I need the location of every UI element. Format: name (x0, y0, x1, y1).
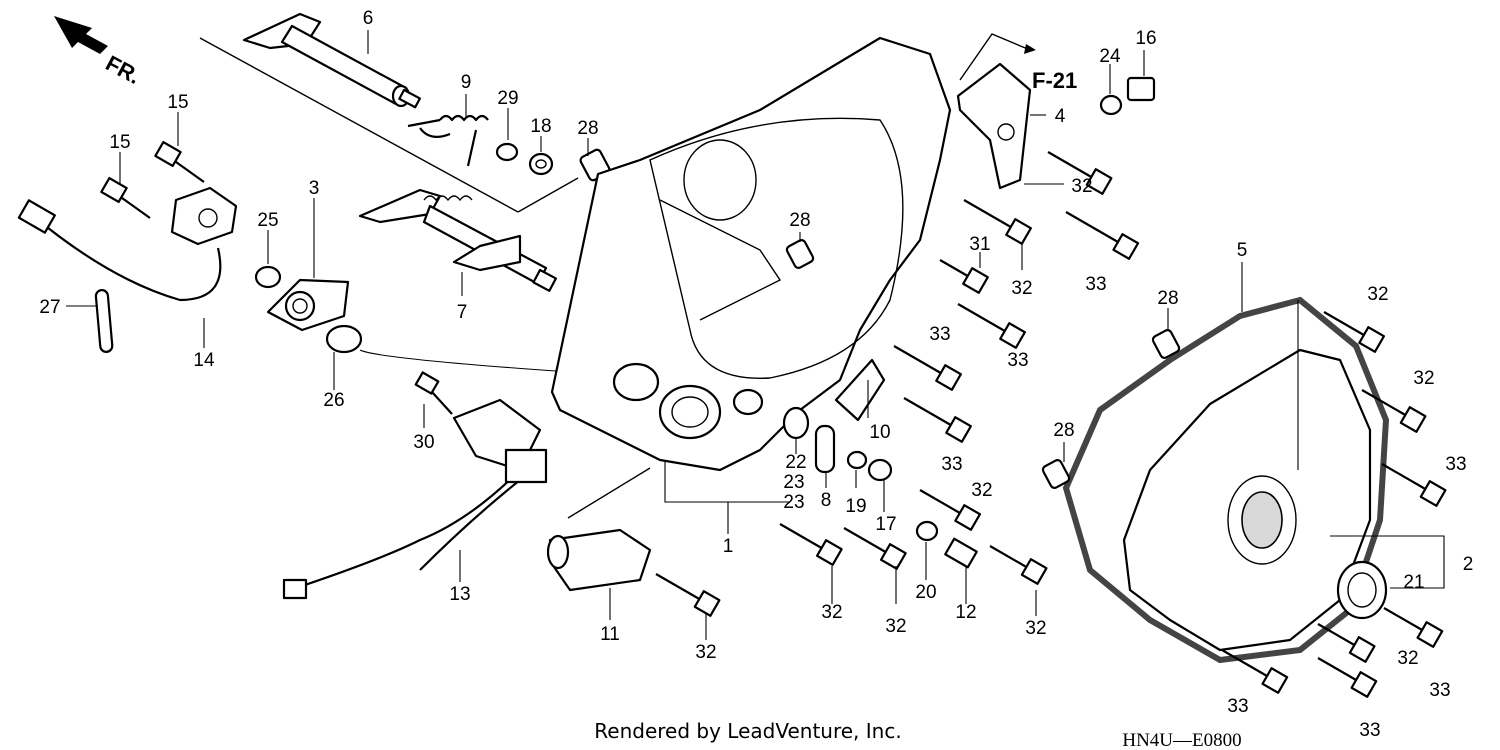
washer-20 (915, 520, 939, 542)
diagram-code: HN4U—E0800 (1122, 730, 1241, 750)
callout-32: 32 (971, 480, 992, 501)
sensor-harness-14 (17, 186, 238, 302)
callout-33: 33 (1227, 696, 1248, 717)
callout-11: 11 (600, 624, 620, 645)
callout-7: 7 (457, 302, 468, 323)
callout-33: 33 (929, 324, 950, 345)
callout-18: 18 (530, 116, 551, 137)
callout-33: 33 (1359, 720, 1380, 741)
switch-12 (944, 537, 978, 569)
gearshift-spindle-7 (358, 188, 557, 292)
callout-17: 17 (875, 514, 896, 535)
gasket-5 (1062, 296, 1390, 664)
seal-22 (782, 406, 810, 440)
callout-33: 33 (941, 454, 962, 475)
footer-credit: Rendered by LeadVenture, Inc. (594, 719, 901, 743)
bracket-10 (834, 358, 886, 422)
callout-33: 33 (1007, 350, 1028, 371)
callout-labels: 6 9 29 18 28 15 15 3 25 27 14 7 26 30 13… (39, 8, 1473, 741)
switch-harness-13 (282, 398, 548, 600)
plate-8 (814, 424, 836, 474)
front-direction-arrow-icon (54, 16, 108, 54)
callout-1: 1 (723, 536, 734, 557)
shift-shaft-6 (242, 12, 421, 109)
callout-22: 22 (785, 452, 806, 473)
callout-28: 28 (1053, 420, 1074, 441)
callout-15: 15 (109, 132, 130, 153)
bolt-30 (414, 371, 453, 415)
leader-lines (66, 30, 1299, 640)
callout-32: 32 (695, 642, 716, 663)
callout-15: 15 (167, 92, 188, 113)
seal-holder-3 (266, 278, 350, 332)
callout-23: 23 (783, 492, 804, 513)
callout-6: 6 (363, 8, 374, 29)
return-spring-9 (407, 114, 489, 167)
seal-21 (1336, 560, 1388, 620)
callout-4: 4 (1055, 106, 1066, 127)
dowel-28c (1151, 329, 1181, 359)
callout-10: 10 (869, 422, 890, 443)
callout-3: 3 (309, 178, 320, 199)
callout-30: 30 (413, 432, 434, 453)
dowel-28b (785, 239, 815, 269)
callout-24: 24 (1099, 46, 1121, 67)
callout-21: 21 (1403, 572, 1424, 593)
callout-32: 32 (1413, 368, 1434, 389)
o-ring-26 (325, 324, 363, 354)
callout-28: 28 (577, 118, 598, 139)
callout-20: 20 (915, 582, 936, 603)
bolt-15a (154, 140, 205, 183)
callout-33: 33 (1429, 680, 1450, 701)
crankcase-cover-1 (550, 36, 952, 472)
washer-18 (528, 152, 554, 176)
callout-29: 29 (497, 88, 518, 109)
dowel-28d (1041, 459, 1071, 489)
callout-32: 32 (1011, 278, 1032, 299)
callout-32: 32 (1025, 618, 1046, 639)
bracket-4 (956, 62, 1032, 190)
callout-32: 32 (1367, 284, 1388, 305)
callout-33: 33 (1445, 454, 1466, 475)
callout-33: 33 (1085, 274, 1106, 295)
callout-32: 32 (885, 616, 906, 637)
callout-2: 2 (1463, 554, 1474, 575)
callout-13: 13 (449, 584, 470, 605)
direction-label: FR. (102, 50, 145, 89)
callout-23: 23 (783, 472, 804, 493)
callout-12: 12 (955, 602, 976, 623)
callout-32: 32 (821, 602, 842, 623)
o-ring-25 (254, 265, 282, 289)
callout-28: 28 (789, 210, 810, 231)
washer-19 (846, 450, 868, 470)
reference-label: F-21 (1032, 68, 1077, 93)
callout-5: 5 (1237, 240, 1248, 261)
callout-31: 31 (969, 234, 990, 255)
clip-29 (495, 142, 519, 162)
pipe-11 (546, 528, 652, 592)
callout-14: 14 (193, 350, 215, 371)
band-clamp-27 (94, 288, 114, 354)
callout-9: 9 (461, 72, 472, 93)
bolt-17 (867, 458, 893, 482)
callout-8: 8 (821, 490, 832, 511)
callout-26: 26 (323, 390, 344, 411)
rear-cover-2 (1122, 348, 1372, 652)
callout-16: 16 (1135, 28, 1156, 49)
callout-27: 27 (39, 297, 60, 318)
flange-bolts (655, 151, 1447, 698)
plug-16 (1126, 76, 1156, 102)
callout-28: 28 (1157, 288, 1178, 309)
callout-19: 19 (845, 496, 866, 517)
callout-32: 32 (1071, 176, 1092, 197)
callout-32: 32 (1397, 648, 1418, 669)
bolt-15b (100, 176, 151, 219)
o-ring-24 (1099, 94, 1123, 116)
callout-25: 25 (257, 210, 278, 231)
